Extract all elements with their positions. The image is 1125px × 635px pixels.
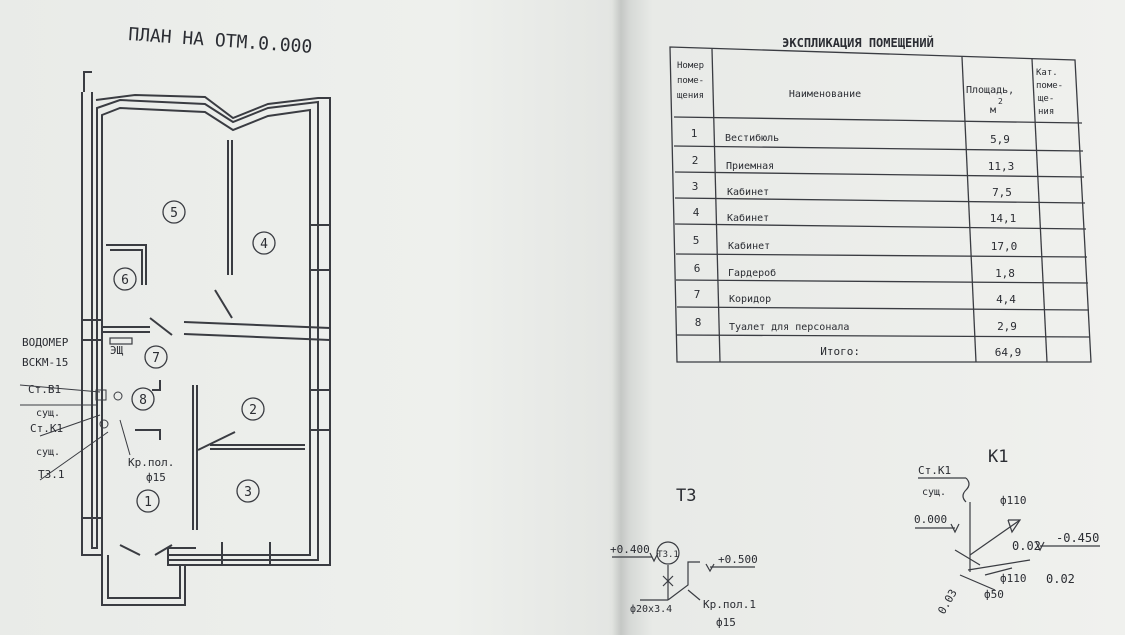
room-number-4: 4 [260, 237, 268, 252]
explication-title: ЭКСПЛИКАЦИЯ ПОМЕЩЕНИЙ [782, 35, 934, 50]
page-fold-shadow [612, 0, 630, 635]
table-row: 7 Коридор 4,4 [694, 288, 1017, 306]
total-label: Итого: [820, 345, 860, 358]
header-area-line-1: Площадь, [966, 85, 1014, 96]
header-number-line-1: Номер [677, 61, 704, 71]
riser-t3-existing-label: сущ. [36, 447, 60, 458]
t3-pipes [612, 541, 755, 601]
row-3-number: 3 [692, 180, 699, 193]
row-5-name: Кабинет [728, 240, 770, 252]
header-name: Наименование [789, 89, 861, 100]
header-category-line-3: ще- [1038, 94, 1054, 104]
row-5-number: 5 [693, 234, 700, 247]
row-8-area: 2,9 [997, 320, 1017, 333]
table-row: 8 Туалет для персонала 2,9 [695, 316, 1017, 333]
room-markers [113, 200, 276, 513]
tap-label: Кр.пол. [128, 456, 174, 469]
vodomer-label: ВОДОМЕР [22, 336, 69, 349]
row-4-number: 4 [693, 206, 700, 219]
explication-table: ЭКСПЛИКАЦИЯ ПОМЕЩЕНИЙ Номер поме- щения … [669, 35, 1092, 363]
row-1-number: 1 [691, 127, 698, 140]
table-row: 5 Кабинет 17,0 [693, 234, 1018, 253]
t3-title: Т3 [676, 486, 696, 506]
row-6-area: 1,8 [995, 267, 1015, 280]
row-4-name: Кабинет [727, 212, 769, 224]
vodomer-model-label: ВСКМ-15 [22, 356, 68, 369]
table-row: 4 Кабинет 14,1 [693, 206, 1017, 225]
t3-pipe-label: ф20х3.4 [630, 603, 672, 615]
header-area-line-2: м [990, 105, 996, 116]
room-number-7: 7 [152, 351, 160, 366]
t3-tap-diameter: ф15 [716, 616, 736, 629]
room-number-5: 5 [170, 206, 178, 221]
t3-schematic: Т3 +0.400 +0.500 Т3.1 ф20х3.4 Кр.пол.1 ф… [610, 486, 758, 629]
k1-diameter-top: ф110 [1000, 494, 1027, 507]
table-header: Номер поме- щения Наименование Площадь, … [677, 61, 1063, 117]
row-2-number: 2 [692, 154, 699, 167]
k1-mark-minus: -0.450 [1056, 531, 1099, 545]
k1-pipes [915, 477, 1100, 591]
plumbing-leaders [19, 384, 131, 481]
k1-riser-label: Ст.К1 [918, 464, 951, 477]
header-number-line-3: щения [677, 91, 704, 101]
riser-t3-label: Т3.1 [38, 468, 65, 481]
header-category-line-4: ния [1038, 107, 1054, 117]
building-walls [81, 71, 331, 606]
k1-riser-existing: сущ. [922, 487, 946, 498]
room-number-8: 8 [139, 393, 147, 408]
header-area-exponent: 2 [998, 97, 1003, 106]
plan-title: ПЛАН НА ОТМ.0.000 [128, 24, 313, 58]
header-category-line-2: поме- [1036, 81, 1063, 91]
row-7-area: 4,4 [996, 293, 1016, 306]
row-3-name: Кабинет [727, 186, 769, 198]
k1-diameter-bottom: ф110 [1000, 572, 1027, 585]
t3-riser-label: Т3.1 [657, 550, 679, 560]
k1-diameter-50: ф50 [984, 588, 1004, 601]
header-category-line-1: Кат. [1036, 68, 1058, 78]
table-row: 2 Приемная 11,3 [692, 154, 1015, 173]
t3-tap-label: Кр.пол.1 [703, 598, 756, 611]
k1-slope-3: 0.03 [935, 587, 960, 616]
room-number-3: 3 [244, 485, 252, 500]
row-3-area: 7,5 [992, 186, 1012, 199]
row-8-name: Туалет для персонала [729, 322, 849, 333]
table-row: 1 Вестибюль 5,9 [691, 127, 1010, 146]
k1-schematic: К1 Ст.К1 сущ. ф110 0.000 -0.450 0.02 0.0… [914, 447, 1100, 617]
floor-plan: ПЛАН НА ОТМ.0.000 [19, 24, 331, 606]
electric-shield-label: ЭЩ [110, 344, 124, 357]
row-6-number: 6 [694, 262, 701, 275]
row-8-number: 8 [695, 316, 702, 329]
electric-shield-symbol [109, 337, 133, 345]
row-7-number: 7 [694, 288, 701, 301]
table-row: 6 Гардероб 1,8 [694, 262, 1015, 280]
riser-k1-existing-label: сущ. [36, 408, 60, 419]
room-number-1: 1 [144, 495, 152, 510]
t3-mark-right: +0.500 [718, 553, 758, 566]
room-number-6: 6 [121, 273, 129, 288]
t3-mark-left: +0.400 [610, 543, 650, 556]
row-2-area: 11,3 [988, 160, 1015, 173]
row-4-area: 14,1 [990, 212, 1017, 225]
k1-slope-1: 0.02 [1012, 539, 1041, 553]
k1-slope-2: 0.02 [1046, 572, 1075, 586]
room-number-2: 2 [249, 403, 257, 418]
table-grid [669, 46, 1092, 363]
row-2-name: Приемная [726, 161, 774, 172]
row-6-name: Гардероб [728, 267, 776, 279]
total-value: 64,9 [995, 346, 1022, 359]
table-row: 3 Кабинет 7,5 [692, 180, 1012, 199]
k1-title: К1 [988, 447, 1008, 467]
row-1-area: 5,9 [990, 133, 1010, 146]
row-5-area: 17,0 [991, 240, 1018, 253]
k1-mark-zero: 0.000 [914, 513, 947, 526]
riser-k1-label: Ст.К1 [30, 422, 63, 435]
row-1-name: Вестибюль [725, 132, 779, 144]
tap-diameter-label: ф15 [146, 471, 166, 484]
header-number-line-2: поме- [677, 76, 704, 86]
riser-b1-label: Ст.В1 [28, 383, 61, 396]
row-7-name: Коридор [729, 294, 771, 305]
table-total-row: Итого: 64,9 [820, 345, 1021, 359]
